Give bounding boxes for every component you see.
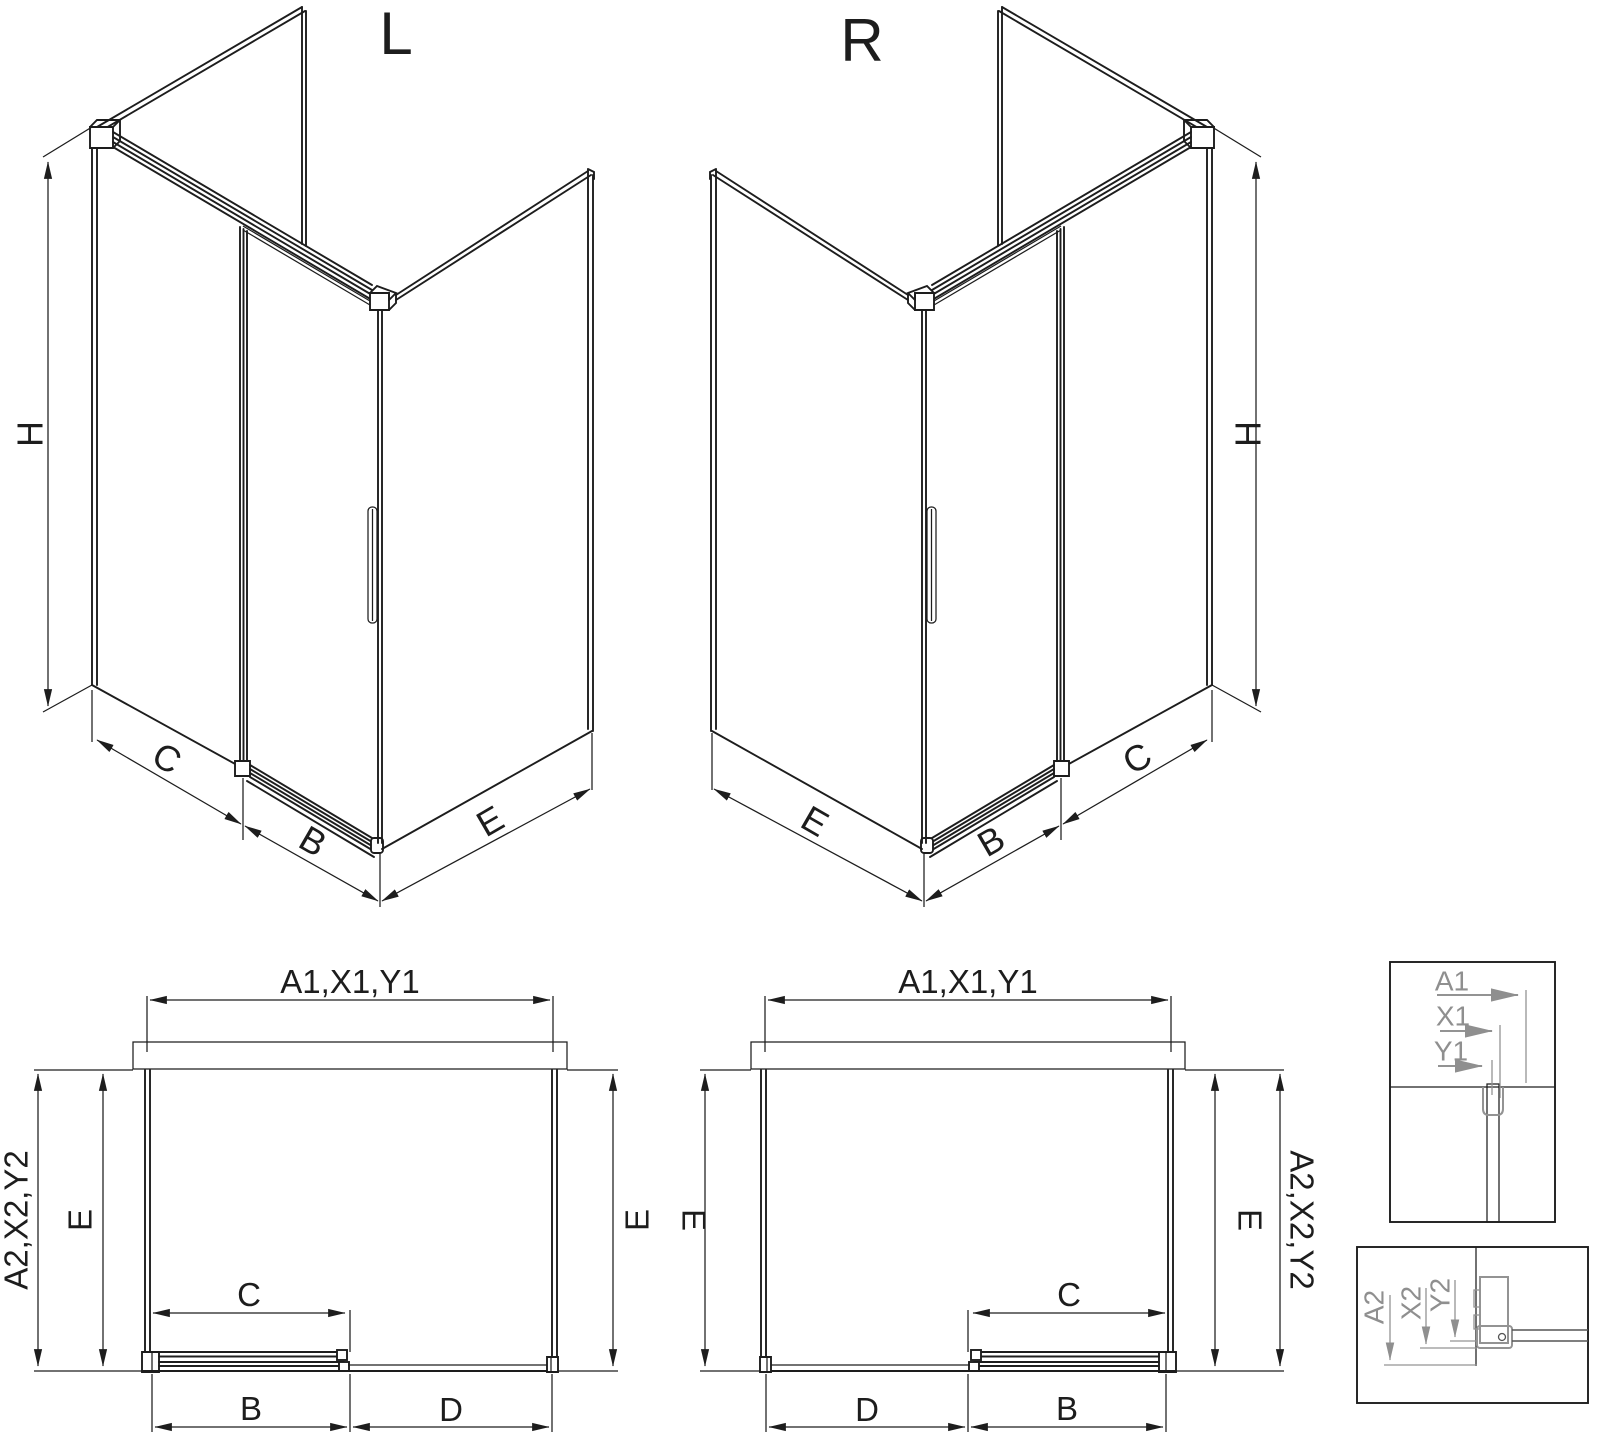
detail-bottom-label-x2: X2 bbox=[1396, 1286, 1427, 1320]
plan-left-dim-e-left: E bbox=[62, 1209, 99, 1231]
iso-right-dim-e: E bbox=[794, 797, 835, 845]
plan-right-dim-c: C bbox=[1057, 1276, 1081, 1313]
iso-left-title: L bbox=[379, 0, 412, 67]
plan-left-wall-hatch bbox=[132, 1041, 568, 1070]
detail-bottom-drawing bbox=[1356, 1246, 1589, 1404]
plan-left-dim-e-right: E bbox=[619, 1209, 656, 1231]
detail-bottom-label-y2: Y2 bbox=[1425, 1278, 1456, 1312]
plan-right-dim-e-left: E bbox=[676, 1209, 713, 1231]
iso-left-drawing bbox=[42, 6, 595, 907]
plan-right-wall-hatch bbox=[750, 1041, 1186, 1070]
plan-right-dim-side: A2,X2,Y2 bbox=[1284, 1150, 1321, 1289]
detail-top-label-x1: X1 bbox=[1436, 1001, 1470, 1032]
plan-right-dim-d: D bbox=[855, 1391, 879, 1428]
iso-left-dim-h: H bbox=[10, 421, 51, 447]
iso-right-dim-h: H bbox=[1228, 421, 1269, 447]
iso-left-dim-c: C bbox=[145, 734, 188, 783]
plan-left-drawing bbox=[33, 995, 618, 1432]
iso-left-dim-e: E bbox=[469, 797, 510, 845]
plan-right-drawing bbox=[700, 996, 1284, 1432]
iso-right-drawing bbox=[710, 7, 1261, 907]
plan-left-dim-b: B bbox=[240, 1390, 262, 1427]
iso-right-title: R bbox=[840, 7, 883, 74]
detail-top-label-a1: A1 bbox=[1435, 966, 1469, 997]
plan-left-dim-c: C bbox=[237, 1276, 261, 1313]
plan-left-dim-d: D bbox=[439, 1391, 463, 1428]
plan-left-dim-top: A1,X1,Y1 bbox=[280, 963, 419, 1000]
detail-bottom-label-a2: A2 bbox=[1359, 1290, 1390, 1324]
detail-top-label-y1: Y1 bbox=[1434, 1036, 1468, 1067]
plan-right-dim-top: A1,X1,Y1 bbox=[898, 963, 1037, 1000]
plan-left-dim-side: A2,X2,Y2 bbox=[0, 1150, 35, 1289]
plan-right-dim-b: B bbox=[1056, 1390, 1078, 1427]
detail-top-drawing bbox=[1389, 961, 1556, 1223]
plan-right-dim-e-right: E bbox=[1232, 1209, 1269, 1231]
iso-right-dim-c: C bbox=[1115, 734, 1158, 783]
